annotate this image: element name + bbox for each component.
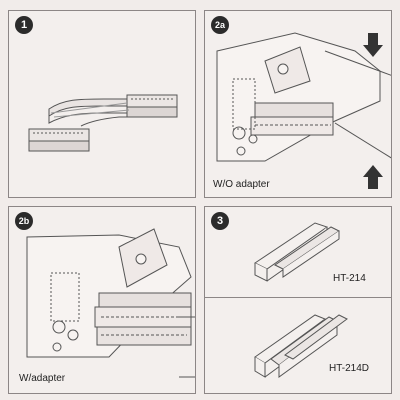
step-2b-badge: 2b: [15, 212, 33, 230]
panel-step-2a: 2a: [204, 10, 392, 198]
adapter-ht-214d: [254, 314, 348, 378]
step-3-badge: 3: [211, 212, 229, 230]
adapter-ht-214: [254, 222, 340, 282]
adapter-parts-illustration: [254, 222, 348, 378]
caption-without-adapter: W/O adapter: [213, 179, 270, 190]
crimp-tool-without-adapter: [216, 32, 391, 162]
panel-step-1: 1: [8, 10, 196, 198]
part-label-ht-214d: HT-214D: [329, 363, 370, 374]
panel-divider: [205, 297, 391, 298]
caption-with-adapter: W/adapter: [19, 373, 66, 384]
ribbon-cable-illustration: [28, 94, 178, 152]
panel-step-2b: 2b W/adapter: [8, 206, 196, 394]
panel-step-3: 3 HT-214 HT-214D: [204, 206, 392, 394]
crimp-tool-with-adapter: [26, 228, 195, 378]
part-label-ht-214: HT-214: [333, 273, 366, 284]
step-2a-badge: 2a: [211, 16, 229, 34]
step-1-badge: 1: [15, 16, 33, 34]
